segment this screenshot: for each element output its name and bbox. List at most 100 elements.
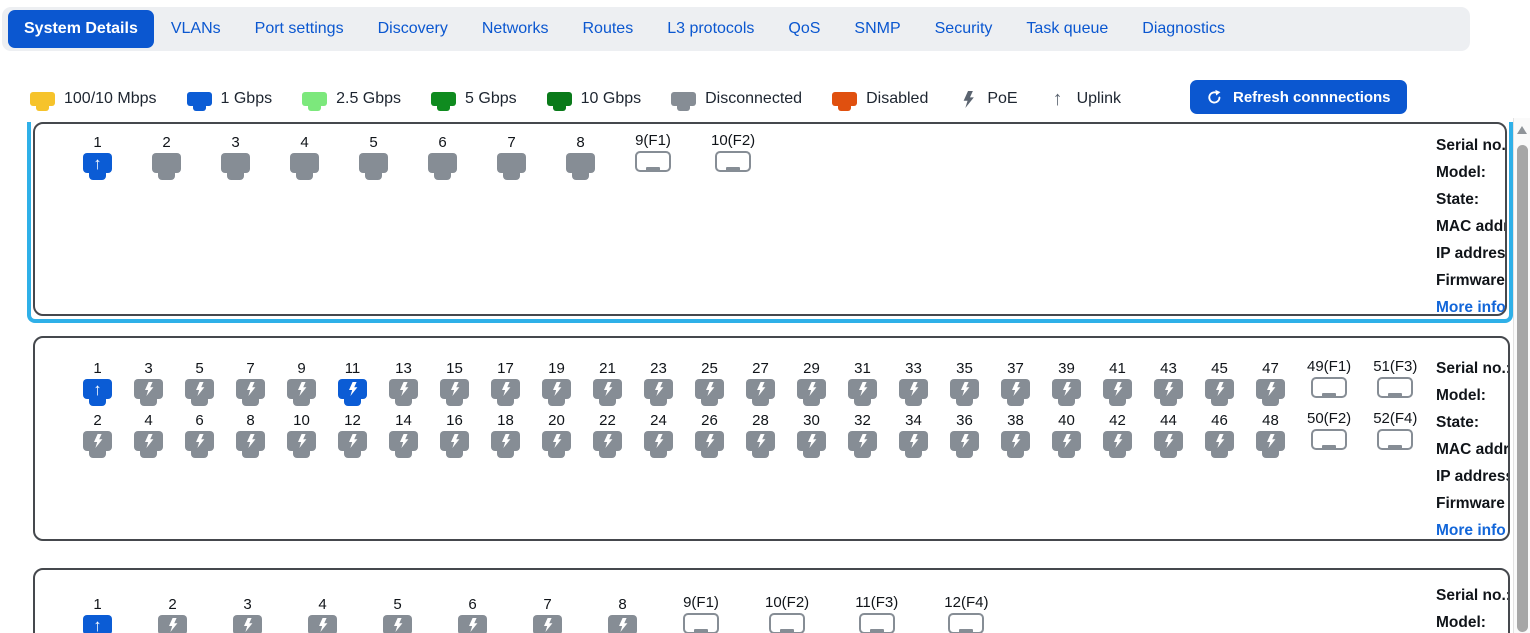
- port-4[interactable]: 4: [134, 412, 163, 458]
- port-48[interactable]: 48: [1256, 412, 1285, 458]
- port-4[interactable]: 4: [308, 596, 337, 633]
- port-52-f4[interactable]: 52(F4): [1373, 410, 1417, 451]
- port-2[interactable]: 2: [83, 412, 112, 458]
- port-33[interactable]: 33: [899, 360, 928, 406]
- port-5[interactable]: 5: [383, 596, 412, 633]
- port-31[interactable]: 31: [848, 360, 877, 406]
- port-9[interactable]: 9: [287, 360, 316, 406]
- tab-qos[interactable]: QoS: [771, 7, 837, 51]
- tab-port-settings[interactable]: Port settings: [238, 7, 361, 51]
- tab-security[interactable]: Security: [918, 7, 1010, 51]
- port-number: 18: [497, 412, 514, 429]
- port-13[interactable]: 13: [389, 360, 418, 406]
- port-2[interactable]: 2: [152, 134, 181, 180]
- port-10[interactable]: 10: [287, 412, 316, 458]
- port-5[interactable]: 5: [359, 134, 388, 180]
- tab-networks[interactable]: Networks: [465, 7, 566, 51]
- tab-snmp[interactable]: SNMP: [837, 7, 917, 51]
- port-6[interactable]: 6: [185, 412, 214, 458]
- port-37[interactable]: 37: [1001, 360, 1030, 406]
- port-1[interactable]: 1↑: [83, 360, 112, 406]
- port-35[interactable]: 35: [950, 360, 979, 406]
- port-5[interactable]: 5: [185, 360, 214, 406]
- port-38[interactable]: 38: [1001, 412, 1030, 458]
- port-8[interactable]: 8: [236, 412, 265, 458]
- port-9-f1[interactable]: 9(F1): [683, 594, 719, 633]
- port-27[interactable]: 27: [746, 360, 775, 406]
- port-42[interactable]: 42: [1103, 412, 1132, 458]
- port-41[interactable]: 41: [1103, 360, 1132, 406]
- refresh-connections-button[interactable]: Refresh connnections: [1190, 80, 1407, 114]
- port-39[interactable]: 39: [1052, 360, 1081, 406]
- port-30[interactable]: 30: [797, 412, 826, 458]
- port-46[interactable]: 46: [1205, 412, 1234, 458]
- scrollbar-thumb[interactable]: [1517, 145, 1528, 632]
- port-12[interactable]: 12: [338, 412, 367, 458]
- tab-routes[interactable]: Routes: [566, 7, 651, 51]
- port-7[interactable]: 7: [533, 596, 562, 633]
- tab-system-details[interactable]: System Details: [8, 10, 154, 48]
- port-4[interactable]: 4: [290, 134, 319, 180]
- port-3[interactable]: 3: [134, 360, 163, 406]
- port-icon: [290, 153, 319, 180]
- port-2[interactable]: 2: [158, 596, 187, 633]
- port-1[interactable]: 1↑: [83, 596, 112, 633]
- port-15[interactable]: 15: [440, 360, 469, 406]
- port-47[interactable]: 47: [1256, 360, 1285, 406]
- port-7[interactable]: 7: [497, 134, 526, 180]
- port-9-f1[interactable]: 9(F1): [635, 132, 671, 173]
- tab-diagnostics[interactable]: Diagnostics: [1125, 7, 1242, 51]
- port-11[interactable]: 11: [338, 360, 367, 406]
- port-49-f1[interactable]: 49(F1): [1307, 358, 1351, 399]
- port-17[interactable]: 17: [491, 360, 520, 406]
- port-45[interactable]: 45: [1205, 360, 1234, 406]
- port-20[interactable]: 20: [542, 412, 571, 458]
- info-model-label: Model:: [1436, 387, 1486, 404]
- port-23[interactable]: 23: [644, 360, 673, 406]
- port-51-f3[interactable]: 51(F3): [1373, 358, 1417, 399]
- port-40[interactable]: 40: [1052, 412, 1081, 458]
- port-43[interactable]: 43: [1154, 360, 1183, 406]
- port-1[interactable]: 1↑: [83, 134, 112, 180]
- port-29[interactable]: 29: [797, 360, 826, 406]
- port-10-f2[interactable]: 10(F2): [711, 132, 755, 173]
- port-24[interactable]: 24: [644, 412, 673, 458]
- port-32[interactable]: 32: [848, 412, 877, 458]
- port-12-f4[interactable]: 12(F4): [944, 594, 988, 633]
- port-6[interactable]: 6: [458, 596, 487, 633]
- tab-task-queue[interactable]: Task queue: [1009, 7, 1125, 51]
- port-10-f2[interactable]: 10(F2): [765, 594, 809, 633]
- port-22[interactable]: 22: [593, 412, 622, 458]
- poe-port-icon: [1256, 379, 1285, 406]
- tab-vlans[interactable]: VLANs: [154, 7, 238, 51]
- more-info-link[interactable]: More info: [1436, 299, 1506, 316]
- tab-l3-protocols[interactable]: L3 protocols: [650, 7, 771, 51]
- port-21[interactable]: 21: [593, 360, 622, 406]
- port-3[interactable]: 3: [233, 596, 262, 633]
- port-8[interactable]: 8: [566, 134, 595, 180]
- port-36[interactable]: 36: [950, 412, 979, 458]
- tab-discovery[interactable]: Discovery: [361, 7, 465, 51]
- port-18[interactable]: 18: [491, 412, 520, 458]
- port-7[interactable]: 7: [236, 360, 265, 406]
- port-11-f3[interactable]: 11(F3): [855, 594, 898, 633]
- port-3[interactable]: 3: [221, 134, 250, 180]
- vertical-scrollbar[interactable]: [1513, 118, 1530, 633]
- port-8[interactable]: 8: [608, 596, 637, 633]
- port-28[interactable]: 28: [746, 412, 775, 458]
- switch-panel-3[interactable]: 1↑ 2 3 4 5 6 7 8 9(F1) 10(F2) 11(F3) 12(F4) Serial …: [33, 568, 1510, 633]
- scroll-up-button[interactable]: [1514, 120, 1530, 140]
- port-26[interactable]: 26: [695, 412, 724, 458]
- port-6[interactable]: 6: [428, 134, 457, 180]
- switch-info: Serial no.: Model: State: MAC address: I…: [1436, 582, 1508, 633]
- port-44[interactable]: 44: [1154, 412, 1183, 458]
- port-19[interactable]: 19: [542, 360, 571, 406]
- port-25[interactable]: 25: [695, 360, 724, 406]
- port-34[interactable]: 34: [899, 412, 928, 458]
- port-50-f2[interactable]: 50(F2): [1307, 410, 1351, 451]
- more-info-link[interactable]: More info: [1436, 522, 1506, 539]
- port-14[interactable]: 14: [389, 412, 418, 458]
- port-16[interactable]: 16: [440, 412, 469, 458]
